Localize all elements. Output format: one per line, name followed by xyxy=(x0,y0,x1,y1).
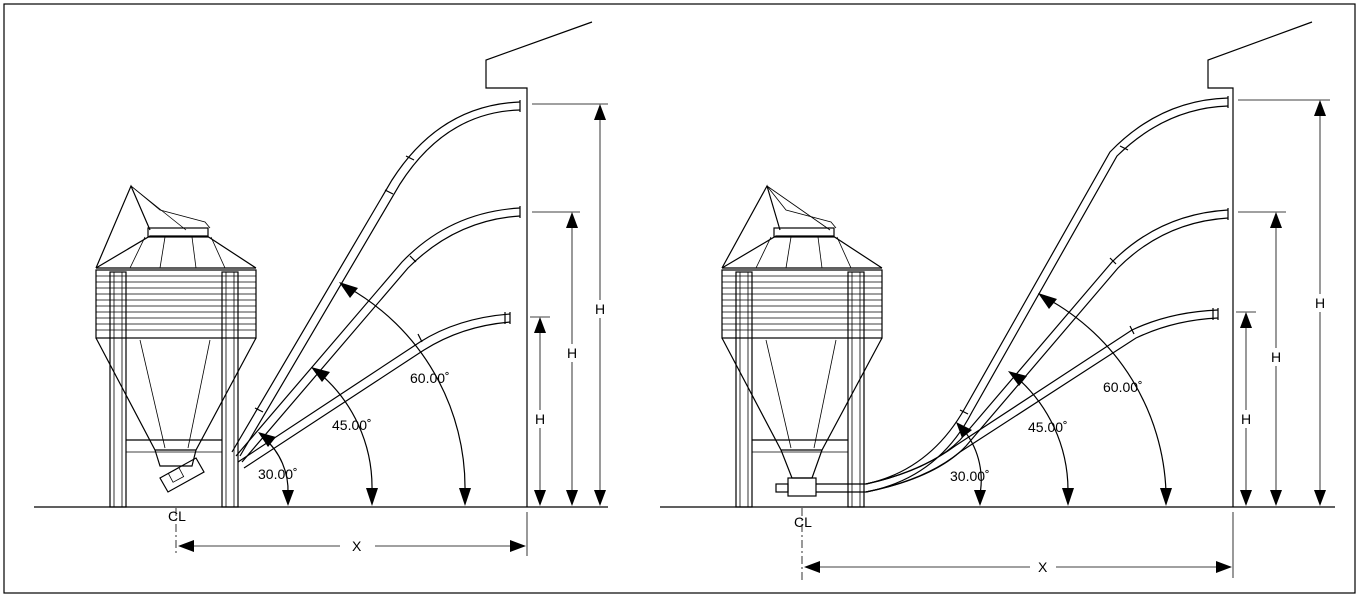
left-height-dimensions: H H H xyxy=(530,103,608,506)
left-augers xyxy=(231,100,521,469)
right-centerline-label: CL xyxy=(794,514,812,530)
left-angle-arcs: 60.00˚ 45.00˚ 30.00˚ xyxy=(258,282,471,506)
right-augers xyxy=(865,96,1229,493)
left-angle-30-label: 30.00˚ xyxy=(258,466,298,482)
left-height-45: H xyxy=(567,345,577,361)
right-height-45: H xyxy=(1271,349,1281,365)
right-angle-arcs: 60.00˚ 45.00˚ 30.00˚ xyxy=(950,293,1172,506)
left-height-60: H xyxy=(595,301,605,317)
right-angle-60-label: 60.00˚ xyxy=(1103,379,1143,395)
left-x-label: X xyxy=(352,538,362,554)
right-angle-45-label: 45.00˚ xyxy=(1028,419,1068,435)
left-building xyxy=(485,21,593,507)
right-height-dimensions: H H H xyxy=(1236,99,1330,506)
drawing-frame xyxy=(3,3,1356,594)
left-height-30: H xyxy=(535,411,545,427)
right-angle-30-label: 30.00˚ xyxy=(950,468,990,484)
right-silo xyxy=(721,184,883,508)
right-x-dimension: X CL xyxy=(794,508,1234,580)
right-panel: 60.00˚ 45.00˚ 30.00˚ H H H xyxy=(660,21,1335,580)
left-silo xyxy=(95,184,257,508)
left-angle-45-label: 45.00˚ xyxy=(332,417,372,433)
right-height-60: H xyxy=(1315,295,1325,311)
left-panel: 60.00˚ 45.00˚ 30.00˚ H H H xyxy=(34,21,608,556)
left-x-dimension: X CL xyxy=(168,508,528,556)
left-angle-60-label: 60.00˚ xyxy=(410,370,450,386)
left-centerline-label: CL xyxy=(168,508,186,524)
right-building xyxy=(1207,21,1313,507)
right-x-label: X xyxy=(1038,559,1048,575)
right-height-30: H xyxy=(1241,411,1251,427)
